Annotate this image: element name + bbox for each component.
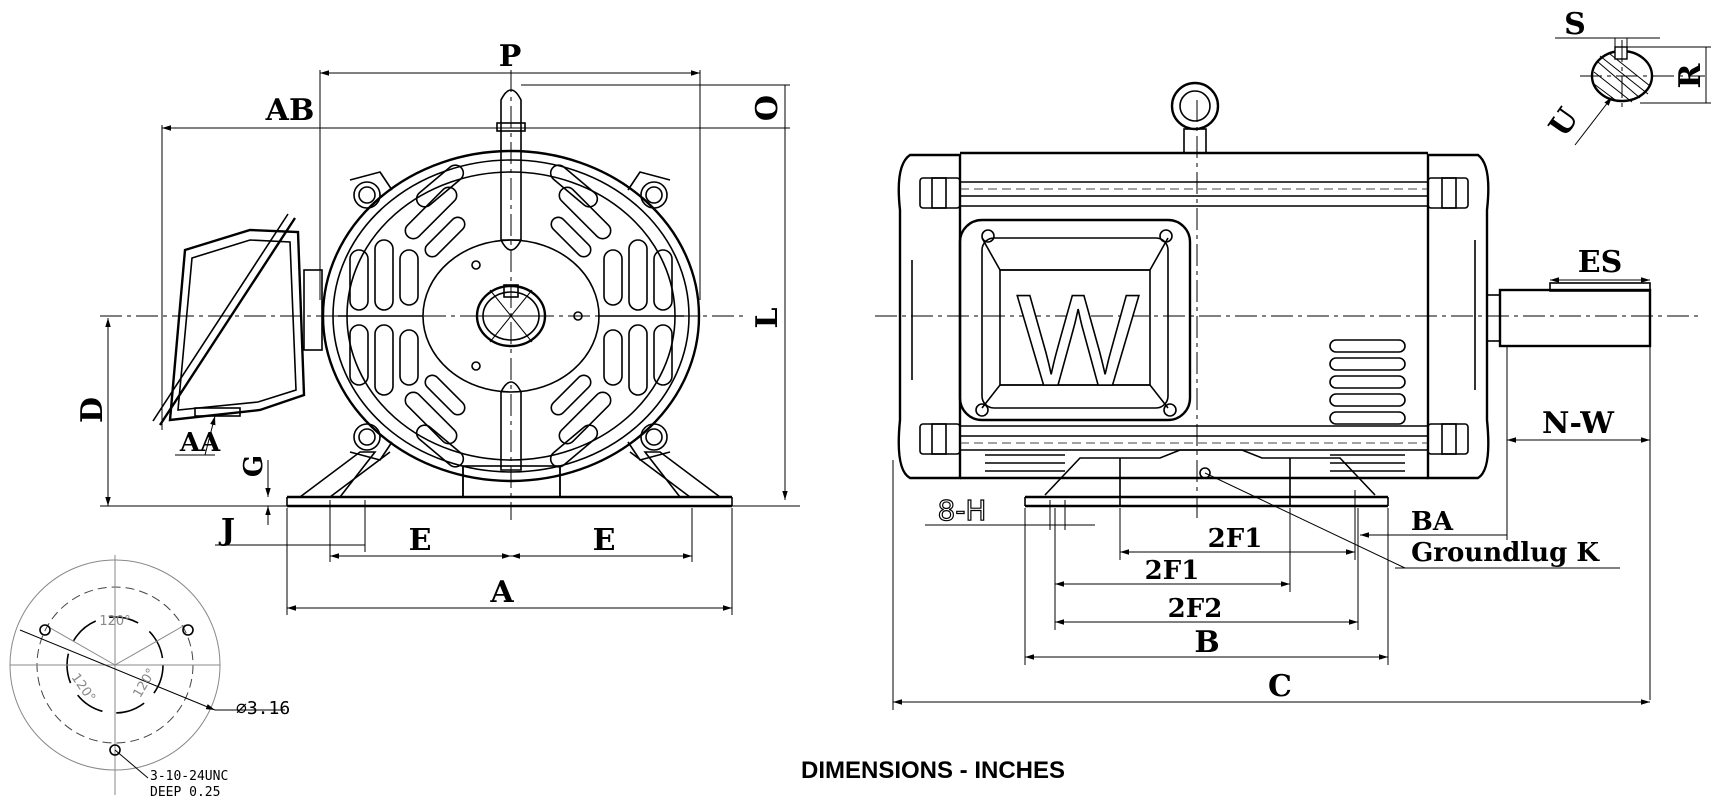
side-view: W <box>875 81 1700 710</box>
dimension-e: E E <box>329 508 693 562</box>
callout-groundlug: Groundlug K <box>1204 472 1620 569</box>
tie-rod-nuts <box>919 177 1469 455</box>
end-view: P AB O L D AA <box>75 39 800 615</box>
dimension-2f1-lower: 2F1 <box>1054 508 1291 630</box>
eyebolt <box>1170 81 1220 154</box>
dimension-8h: 8-H <box>925 493 1095 530</box>
dimension-nw: N-W <box>1506 346 1651 700</box>
dimension-g: G <box>239 455 271 525</box>
label-l: L <box>750 307 785 328</box>
label-u: U <box>1542 102 1586 144</box>
conduit-box <box>152 213 323 426</box>
label-r: R <box>1673 62 1708 88</box>
label-a: A <box>489 575 514 610</box>
label-2f1-lower: 2F1 <box>1145 556 1200 586</box>
label-2f1-upper: 2F1 <box>1208 524 1263 554</box>
label-angle-top: 120° <box>99 614 130 629</box>
dimension-aa: AA <box>175 415 221 458</box>
label-8h: 8-H <box>938 494 987 527</box>
label-s: S <box>1564 7 1586 42</box>
label-o: O <box>750 95 785 121</box>
label-e-left: E <box>409 523 432 558</box>
flange-bolt-detail: 120° 120° 120° ⌀3.16 3-10-24UNC DEEP 0.2… <box>9 555 290 800</box>
shaft <box>1486 282 1652 348</box>
label-g: G <box>239 455 269 477</box>
dimension-ab: AB <box>161 93 790 430</box>
drawing-caption: DIMENSIONS - INCHES <box>801 757 1065 784</box>
end-view-base <box>286 451 733 508</box>
label-p: P <box>499 39 522 74</box>
dimension-p: P <box>319 39 701 300</box>
mounting-ears <box>349 171 671 461</box>
front-end-bell <box>1426 153 1490 480</box>
dimension-2f1-upper: 2F1 <box>1119 490 1356 560</box>
label-angle-left: 120° <box>68 671 98 705</box>
lifting-lug <box>496 89 526 170</box>
label-aa: AA <box>179 428 221 458</box>
label-angle-right: 120° <box>131 666 160 701</box>
label-tap-size: 3-10-24UNC <box>150 769 228 784</box>
shaft-section: S R U <box>1542 7 1711 146</box>
label-ab: AB <box>265 93 315 128</box>
label-d: D <box>75 397 110 423</box>
dimension-a: A <box>286 508 733 615</box>
dimension-ba: BA <box>1360 507 1507 538</box>
label-flange-diameter: ⌀3.16 <box>236 698 290 719</box>
label-es: ES <box>1578 245 1623 280</box>
dimension-2f2: 2F2 <box>1055 508 1359 630</box>
label-2f2: 2F2 <box>1168 594 1223 624</box>
dimension-d: D <box>75 318 290 507</box>
w-logo: W <box>1017 267 1140 413</box>
dimension-o: O <box>521 84 790 500</box>
dimension-j: J <box>215 500 366 552</box>
dimension-l: L <box>700 307 800 507</box>
label-c: C <box>1268 669 1292 704</box>
louvers <box>985 339 1406 472</box>
dimension-c: C <box>892 460 1650 710</box>
rear-end-bell <box>897 153 962 480</box>
label-nw: N-W <box>1542 406 1615 441</box>
label-e-right: E <box>593 523 616 558</box>
side-view-base <box>1024 449 1389 508</box>
dimension-b: B <box>1024 508 1389 665</box>
label-j: J <box>218 513 235 548</box>
dimension-es: ES <box>1550 245 1650 283</box>
label-b: B <box>1194 625 1219 660</box>
label-ba: BA <box>1411 507 1454 537</box>
label-groundlug: Groundlug K <box>1411 538 1600 568</box>
label-tap-depth: DEEP 0.25 <box>150 785 220 800</box>
cooling-fins <box>338 164 684 471</box>
nameplate: W <box>958 218 1192 422</box>
